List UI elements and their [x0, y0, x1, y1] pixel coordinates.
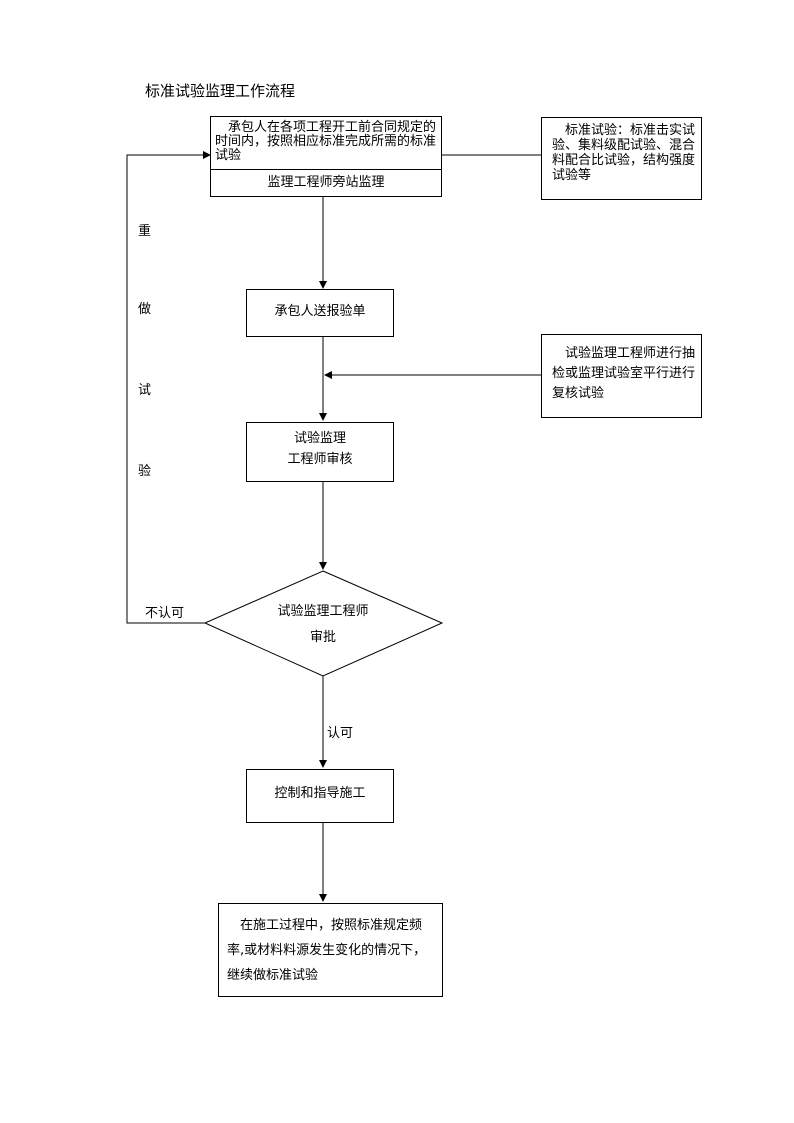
reject-label: 不认可 — [145, 606, 185, 621]
decision-line2: 审批 — [309, 630, 336, 645]
redo-char-4: 验 — [138, 464, 152, 479]
step2-box: 承包人送报验单 — [246, 289, 394, 337]
step4-text: 控制和指导施工 — [274, 786, 366, 801]
loop-reject-redo — [126, 151, 211, 624]
note-mid-box: 试验监理工程师进行抽检或监理试验室平行进行复核试验 — [541, 334, 702, 418]
step5-box: 在施工过程中，按照标准规定频率,或材料料源发生变化的情况下，继续做标准试验 — [218, 903, 443, 997]
step1-text: 承包人在各项工程开工前合同规定的时间内，按照相应标准完成所需的标准试验 — [215, 120, 437, 163]
step2-text: 承包人送报验单 — [274, 304, 366, 319]
decision-line1: 试验监理工程师 — [277, 604, 369, 619]
step1-divider — [211, 169, 441, 170]
redo-char-2: 做 — [138, 302, 152, 317]
step1-box: 承包人在各项工程开工前合同规定的时间内，按照相应标准完成所需的标准试验 监理工程… — [210, 116, 442, 197]
page-title: 标准试验监理工作流程 — [145, 82, 296, 100]
step3-box: 试验监理 工程师审核 — [246, 422, 394, 482]
step4-box: 控制和指导施工 — [246, 769, 394, 823]
step3-line2: 工程师审核 — [287, 452, 353, 467]
step1-supervision: 监理工程师旁站监理 — [267, 175, 385, 190]
note-top-box: 标准试验：标准击实试验、集料级配试验、混合料配合比试验，结构强度试验等 — [541, 117, 702, 200]
approve-label: 认可 — [327, 726, 354, 741]
redo-char-3: 试 — [138, 383, 152, 398]
decision-diamond — [203, 570, 444, 677]
redo-char-1: 重 — [138, 224, 152, 239]
step3-line1: 试验监理 — [293, 431, 346, 446]
